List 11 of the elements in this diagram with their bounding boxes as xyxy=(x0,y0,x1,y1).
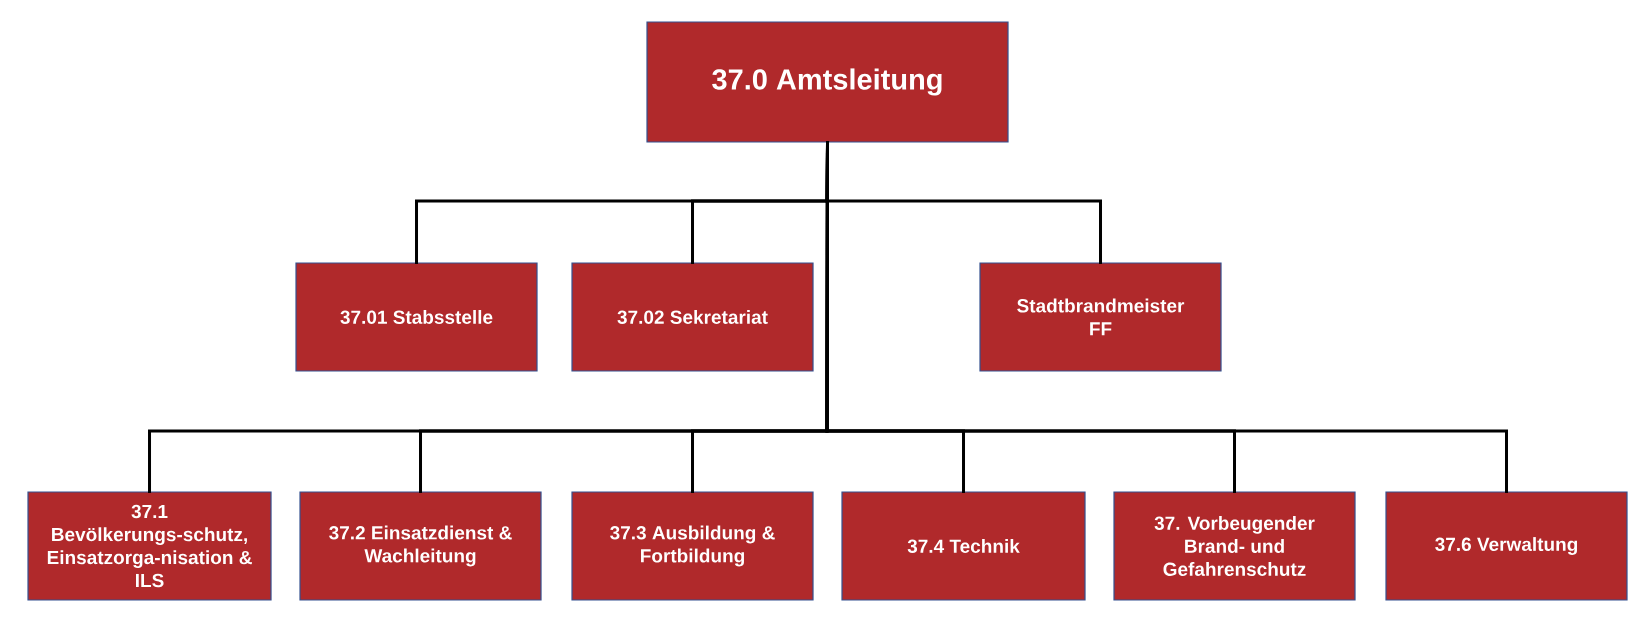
department-box: 37.1 Bevölkerungs-schutz, Einsatzorga-nisation & ILS xyxy=(27,491,272,601)
department-box: 37.6 Verwaltung xyxy=(1385,491,1628,601)
department-box: 37.4 Technik xyxy=(841,491,1086,601)
title-box: 37.0 Amtsleitung xyxy=(646,21,1009,143)
connector-line xyxy=(825,141,1508,493)
department-box: 37.3 Ausbildung & Fortbildung xyxy=(571,491,814,601)
department-box: 37.01 Stabsstelle xyxy=(295,262,538,372)
department-box: 37. Vorbeugender Brand- und Gefahrenschutz xyxy=(1113,491,1356,601)
department-box: Stadtbrandmeister FF xyxy=(979,262,1222,372)
department-box: 37.02 Sekretariat xyxy=(571,262,814,372)
department-box: 37.2 Einsatzdienst & Wachleitung xyxy=(299,491,542,601)
